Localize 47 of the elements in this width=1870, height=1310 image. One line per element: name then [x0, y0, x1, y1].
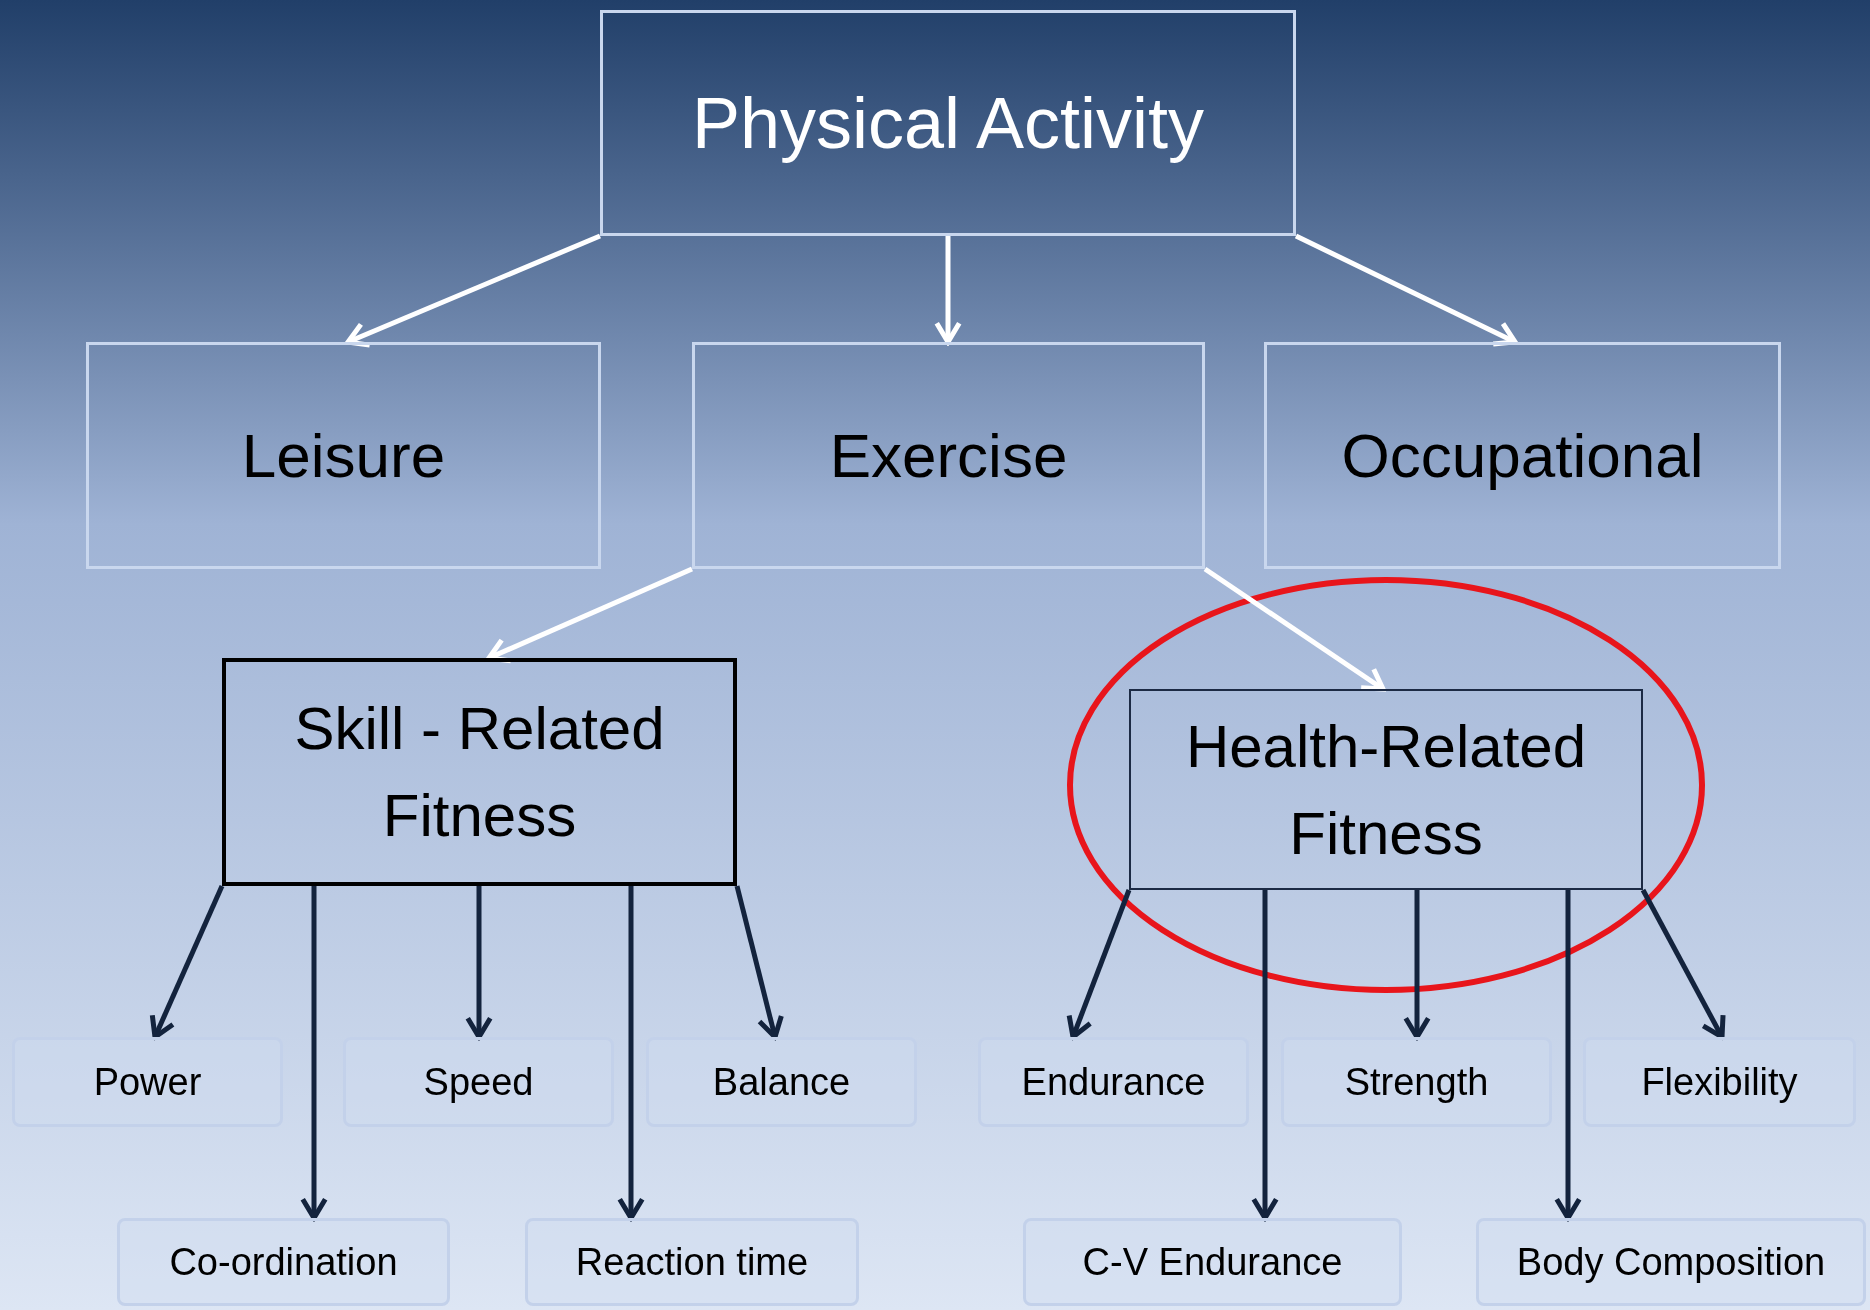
- arrow: [1203, 566, 1386, 692]
- node-label: C-V Endurance: [1082, 1239, 1343, 1285]
- component-box: [12, 1037, 283, 1127]
- component-box: [117, 1218, 450, 1306]
- arrow: [149, 885, 225, 1040]
- arrow: [1554, 890, 1582, 1221]
- node-label: Physical Activity: [691, 82, 1205, 165]
- component-box: [646, 1037, 917, 1127]
- node-label: Body Composition: [1516, 1239, 1826, 1285]
- node-label: Speed: [423, 1059, 534, 1105]
- node-label: Leisure: [241, 420, 446, 492]
- arrow: [465, 886, 493, 1040]
- component-box: [343, 1037, 614, 1127]
- component-box: [525, 1218, 859, 1306]
- node-label: Flexibility: [1641, 1059, 1798, 1105]
- category-box: [692, 342, 1205, 569]
- arrow: [734, 885, 784, 1040]
- node-label: Power: [93, 1059, 202, 1105]
- category-box: [600, 10, 1296, 236]
- component-box: [1476, 1218, 1866, 1306]
- arrow: [1251, 890, 1279, 1221]
- node-label: Reaction time: [575, 1239, 809, 1285]
- arrow: [345, 233, 601, 348]
- arrow: [1403, 890, 1431, 1040]
- arrow: [934, 236, 962, 345]
- node-label: Occupational: [1341, 420, 1704, 492]
- node-label: Health-Related Fitness: [1184, 711, 1588, 869]
- component-box: [978, 1037, 1249, 1127]
- component-box: [1583, 1037, 1856, 1127]
- category-box: [1264, 342, 1781, 569]
- node-label: Balance: [712, 1059, 851, 1105]
- arrow: [486, 566, 693, 664]
- component-box: [1281, 1037, 1552, 1127]
- fitness-box: [222, 658, 737, 886]
- node-label: Strength: [1344, 1059, 1489, 1105]
- node-label: Exercise: [829, 420, 1068, 492]
- node-label: Co-ordination: [169, 1239, 398, 1285]
- node-label: Endurance: [1021, 1059, 1206, 1105]
- arrow: [1294, 233, 1518, 347]
- arrow: [617, 886, 645, 1221]
- arrow: [1640, 888, 1726, 1040]
- component-box: [1023, 1218, 1402, 1306]
- category-box: [86, 342, 601, 569]
- fitness-box: [1129, 689, 1643, 890]
- node-label: Skill - Related Fitness: [293, 694, 666, 851]
- arrow: [300, 886, 328, 1221]
- arrow: [1066, 889, 1132, 1040]
